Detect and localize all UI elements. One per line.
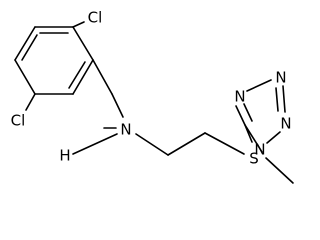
bond-cl-top	[72, 21, 85, 28]
tetrazole-bond-n3-n2	[282, 85, 286, 113]
bond-ch2-n	[111, 93, 124, 118]
atom-h-amine: H	[59, 147, 70, 165]
tetrazole-bond-n1-c5	[244, 124, 253, 143]
atom-cl-bottom: Cl	[11, 112, 26, 130]
tetrazole-bond-n4-n3	[246, 79, 272, 92]
atom-n4: N	[234, 88, 245, 106]
atom-cl-top: Cl	[88, 9, 103, 27]
bond-h-n	[72, 133, 118, 155]
atom-n3: N	[275, 69, 286, 87]
ring-bond-bottom-right	[72, 59, 94, 95]
tetrazole-double-bond-n3-n2	[275, 87, 279, 112]
bond-c2-s	[204, 132, 245, 155]
atom-n1: N	[254, 141, 265, 159]
tetrazole-bond-c5-n4	[235, 105, 246, 126]
benzene-ring	[14, 26, 94, 95]
ring-bond-top-right	[72, 26, 94, 61]
atom-n2: N	[280, 115, 291, 133]
ring-bond-top-left	[14, 26, 36, 61]
tetrazole-bond-n2-n1	[266, 131, 281, 144]
bond-c1-c2	[167, 132, 206, 156]
bond-ring-ch2	[92, 59, 113, 95]
bond-n1-methyl	[265, 157, 294, 184]
tetrazole-double-bond-c5-n4	[243, 103, 253, 122]
bond-n-c1	[135, 133, 169, 156]
tetrazole-ring: N N N N	[234, 69, 291, 159]
bond-s-c5	[244, 124, 263, 153]
bond-cl-bottom	[25, 93, 36, 111]
atom-n-amine: N	[120, 121, 131, 139]
atom-s-thioether: S	[249, 150, 259, 168]
ring-double-bond-right	[68, 61, 86, 89]
ring-double-bond-left	[21, 34, 38, 61]
chemical-structure-diagram: Cl Cl N H S N N N N	[11, 9, 294, 184]
ring-bond-bottom-left	[14, 59, 36, 95]
